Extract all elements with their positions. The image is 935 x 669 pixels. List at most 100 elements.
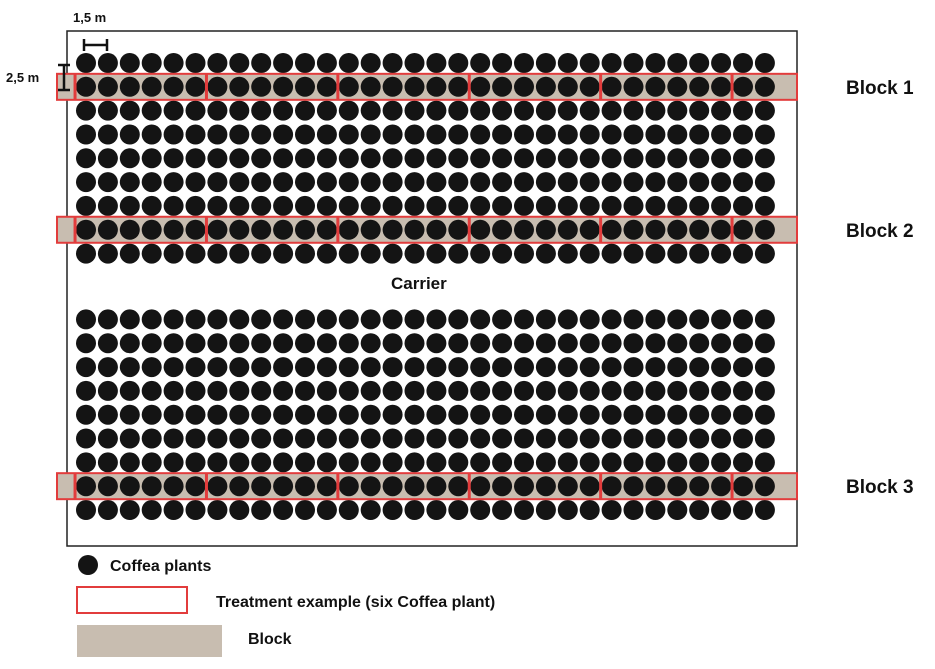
coffea-plant — [251, 124, 272, 145]
coffea-plant — [667, 380, 688, 401]
coffea-plant — [119, 357, 140, 378]
coffea-plant — [557, 195, 578, 216]
coffea-plant — [163, 380, 184, 401]
coffea-plant — [251, 76, 272, 97]
coffea-plant — [645, 100, 666, 121]
coffea-plant — [470, 428, 491, 449]
coffea-plant — [535, 172, 556, 193]
coffea-plant — [711, 243, 732, 264]
coffea-plant — [711, 333, 732, 354]
coffea-plant — [535, 452, 556, 473]
coffea-plant — [97, 500, 118, 520]
coffea-plant — [601, 404, 622, 425]
coffea-plant — [492, 380, 513, 401]
coffea-plant — [448, 195, 469, 216]
coffea-plant — [251, 357, 272, 378]
coffea-plant — [229, 500, 250, 520]
coffea-plant — [754, 404, 775, 425]
coffea-plant — [601, 309, 622, 330]
coffea-plant — [163, 428, 184, 449]
coffea-plant — [470, 309, 491, 330]
coffea-plant — [141, 309, 162, 330]
coffea-plant — [207, 124, 228, 145]
coffea-plant — [251, 243, 272, 264]
coffea-plant — [338, 195, 359, 216]
coffea-plant — [733, 500, 753, 520]
coffea-plant — [470, 124, 491, 145]
coffea-plant — [382, 243, 403, 264]
plant-spacing-label: 1,5 m — [73, 10, 106, 25]
coffea-plant — [76, 309, 96, 330]
coffea-plant — [601, 333, 622, 354]
coffea-plant — [667, 500, 688, 520]
coffea-plant — [711, 53, 732, 73]
coffea-plant — [492, 195, 513, 216]
coffea-plant — [579, 428, 600, 449]
coffea-plant — [514, 309, 534, 330]
coffea-plant — [448, 100, 469, 121]
coffea-plant — [295, 76, 315, 97]
coffea-plant — [141, 380, 162, 401]
coffea-plant — [711, 76, 732, 97]
coffea-plant — [97, 309, 118, 330]
plant-spacing-dimension: 1,5 m — [73, 10, 109, 51]
coffea-plant — [207, 219, 228, 240]
coffea-plant — [470, 476, 491, 497]
coffea-plant — [207, 195, 228, 216]
coffea-plant — [273, 476, 294, 497]
coffea-plant — [754, 380, 775, 401]
coffea-plant — [382, 404, 403, 425]
coffea-plant — [754, 309, 775, 330]
coffea-plant — [733, 148, 753, 169]
coffea-plant — [360, 380, 381, 401]
coffea-plant — [514, 404, 534, 425]
coffea-plant — [514, 500, 534, 520]
coffea-plant — [492, 500, 513, 520]
coffea-plant — [185, 219, 206, 240]
coffea-plant — [601, 428, 622, 449]
coffea-plant — [163, 53, 184, 73]
coffea-plant — [338, 76, 359, 97]
coffea-plant — [163, 124, 184, 145]
coffea-plant — [557, 404, 578, 425]
coffea-plant — [689, 195, 710, 216]
coffea-plant — [163, 476, 184, 497]
coffea-plant — [338, 500, 359, 520]
coffea-plant — [229, 357, 250, 378]
coffea-plant — [229, 428, 250, 449]
coffea-plant — [316, 404, 337, 425]
coffea-plant — [448, 500, 469, 520]
coffea-plant — [185, 100, 206, 121]
coffea-plant — [711, 452, 732, 473]
coffea-plant — [295, 53, 315, 73]
coffea-plant — [76, 404, 96, 425]
coffea-plant — [207, 476, 228, 497]
coffea-plant — [404, 195, 425, 216]
coffea-plant — [470, 195, 491, 216]
coffea-plant — [514, 476, 534, 497]
coffea-plant — [514, 148, 534, 169]
coffea-plant — [273, 243, 294, 264]
coffea-plant — [711, 100, 732, 121]
coffea-plant — [645, 53, 666, 73]
coffea-plant — [360, 219, 381, 240]
coffea-plant — [404, 100, 425, 121]
coffea-plant — [229, 100, 250, 121]
coffea-plant — [295, 333, 315, 354]
coffea-plant — [754, 219, 775, 240]
coffea-plant — [273, 333, 294, 354]
coffea-plant — [711, 219, 732, 240]
coffea-plant — [623, 452, 644, 473]
coffea-plant — [535, 219, 556, 240]
coffea-plant — [448, 333, 469, 354]
coffea-plant — [97, 148, 118, 169]
coffea-plant — [667, 309, 688, 330]
coffea-plant — [645, 309, 666, 330]
coffea-plant — [623, 124, 644, 145]
coffea-plant — [404, 124, 425, 145]
coffea-plant — [207, 500, 228, 520]
coffea-plant — [601, 53, 622, 73]
coffea-plant — [557, 333, 578, 354]
